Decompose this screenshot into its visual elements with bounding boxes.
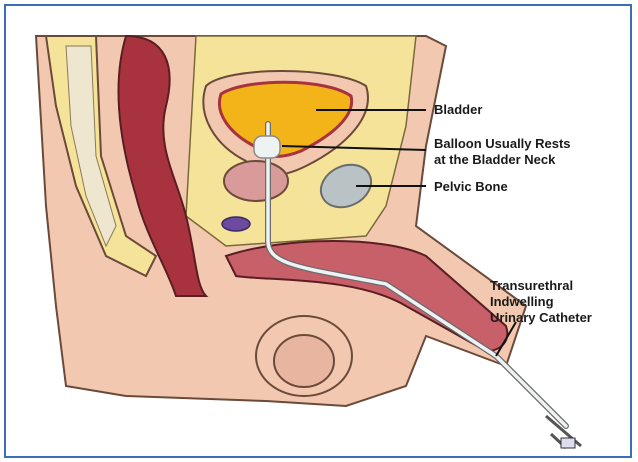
testis	[274, 335, 334, 387]
catheter-balloon	[254, 136, 280, 158]
label-balloon-line2: at the Bladder Neck	[434, 152, 555, 167]
seminal-vesicle	[222, 217, 250, 231]
prostate	[224, 161, 288, 201]
label-catheter-line3: Urinary Catheter	[490, 310, 592, 325]
label-pelvic-bone: Pelvic Bone	[434, 179, 508, 194]
label-catheter-line2: Indwelling	[490, 294, 554, 309]
diagram-frame: Bladder Balloon Usually Rests at the Bla…	[4, 4, 632, 458]
anatomy-illustration	[6, 6, 632, 458]
label-balloon-line1: Balloon Usually Rests	[434, 136, 571, 151]
label-bladder: Bladder	[434, 102, 482, 117]
label-catheter-line1: Transurethral	[490, 278, 573, 293]
